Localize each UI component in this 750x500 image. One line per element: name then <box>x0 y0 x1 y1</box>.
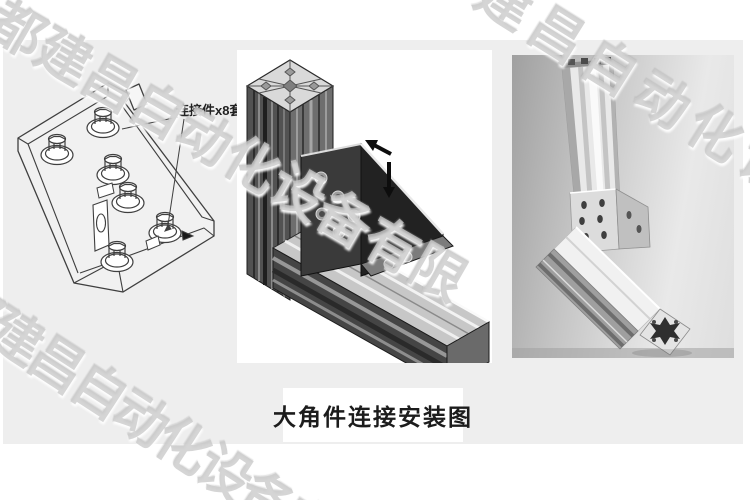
column-end-pattern <box>247 60 333 112</box>
photo-floor-shade <box>512 348 734 358</box>
photo-vertical-profile <box>561 57 621 206</box>
direction-arrow-left <box>365 140 392 156</box>
leader-line <box>121 116 195 241</box>
direction-arrow-down <box>383 162 395 198</box>
hex-bolts <box>40 106 182 273</box>
beam-end-cavity <box>650 317 680 345</box>
connector-qty-label: 连接件x8套 <box>176 103 243 118</box>
beam-shadow <box>632 349 692 357</box>
photo-beam <box>535 226 692 357</box>
t-nut-arrow-icon <box>181 230 195 241</box>
caption-box: 大角件连接安装图 <box>273 388 471 442</box>
assembly-render <box>245 59 491 363</box>
caption-text: 大角件连接安装图 <box>273 404 473 430</box>
product-photo-panel <box>512 55 734 358</box>
render-bracket <box>300 142 454 277</box>
side-tab <box>92 199 110 252</box>
bracket-bolts <box>314 171 413 270</box>
bracket-line-drawing: 连接件x8套 <box>17 82 243 293</box>
assembly-render-panel <box>237 50 492 363</box>
product-photo <box>512 57 734 358</box>
